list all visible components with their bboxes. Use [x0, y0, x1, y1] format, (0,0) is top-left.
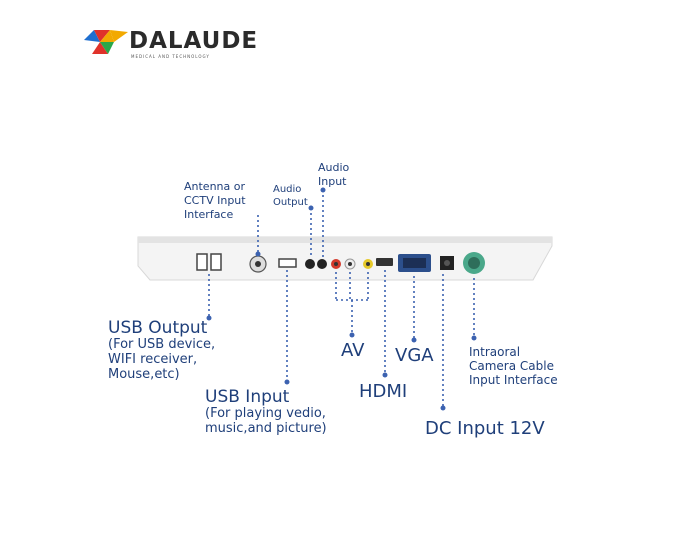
label-vga: VGA	[395, 345, 434, 366]
label-hdmi: HDMI	[359, 381, 408, 402]
label-usb-output-desc: (For USB device, WIFI receiver, Mouse,et…	[108, 337, 216, 382]
label-usb-output-title: USB Output	[108, 318, 208, 338]
logo-mark	[84, 30, 128, 54]
label-intraoral: Intraoral Camera Cable Input Interface	[469, 345, 558, 387]
label-audio-input: Audio Input	[318, 161, 350, 188]
label-antenna: Antenna or CCTV Input Interface	[184, 180, 246, 221]
label-usb-input-title: USB Input	[205, 387, 290, 407]
logo-text: DALAUDE	[129, 28, 259, 54]
label-dc-input: DC Input 12V	[425, 418, 545, 439]
logo-tagline: MEDICAL AND TECHNOLOGY	[131, 54, 210, 59]
label-av: AV	[341, 340, 365, 361]
label-audio-output: Audio Output	[273, 184, 308, 208]
label-usb-input-desc: (For playing vedio, music,and picture)	[205, 406, 327, 436]
